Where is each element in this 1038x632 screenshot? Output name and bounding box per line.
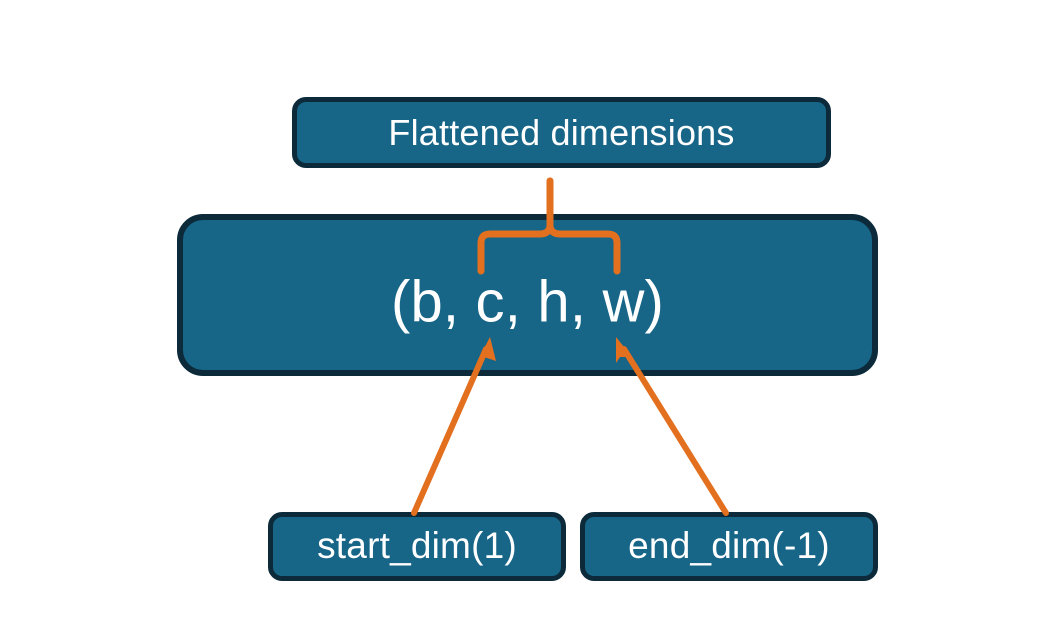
start-dim-label: start_dim(1)	[317, 525, 517, 567]
tensor-shape-label: (b, c, h, w)	[390, 269, 665, 335]
end-dim-box: end_dim(-1)	[580, 512, 878, 581]
start-dim-box: start_dim(1)	[268, 512, 566, 581]
tensor-shape-box: (b, c, h, w)	[177, 214, 878, 376]
flattened-dimensions-label: Flattened dimensions	[388, 111, 735, 153]
end-dim-label: end_dim(-1)	[628, 525, 830, 567]
flattened-dimensions-box: Flattened dimensions	[292, 97, 831, 168]
